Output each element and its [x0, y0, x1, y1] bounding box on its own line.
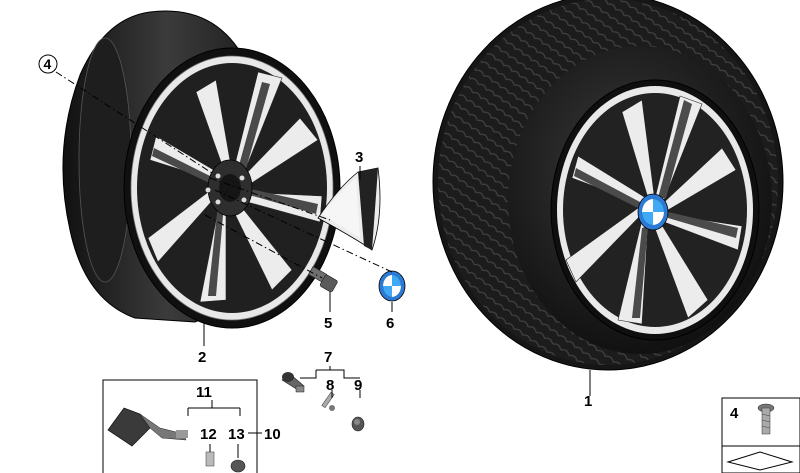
callout-5: 5: [324, 315, 332, 332]
callout-9: 9: [354, 377, 362, 394]
valve-core-part: [321, 391, 335, 411]
callout-2: 2: [198, 349, 206, 366]
hub-cap-part: [378, 270, 406, 302]
tpms-nut-part: [230, 459, 246, 473]
legend-number: 4: [730, 405, 739, 422]
tpms-valve-part: [205, 451, 215, 467]
callout-7: 7: [324, 349, 332, 366]
callout-10: 10: [264, 426, 281, 443]
callout-13: 13: [228, 426, 245, 443]
wheel-bolt-part: [308, 266, 338, 293]
callout-12: 12: [200, 426, 217, 443]
legend-box: [721, 397, 800, 473]
callout-4: 4: [44, 56, 52, 72]
callout-8: 8: [326, 377, 334, 394]
valve-cap-part: [351, 416, 365, 432]
center-cover-part: [317, 167, 381, 251]
callout-1: 1: [584, 393, 592, 410]
bolt-icon: [757, 403, 775, 435]
callout-6: 6: [386, 315, 394, 332]
callout-3: 3: [355, 149, 363, 166]
rim-wheel: [62, 10, 341, 329]
tpms-sensor-part: [107, 407, 188, 447]
arrow-icon: [726, 451, 794, 471]
complete-wheel: [432, 0, 784, 371]
tpms-sensor-box: [102, 379, 258, 473]
callout-4-circle: [38, 54, 58, 74]
leader-lines: [187, 166, 591, 458]
callout-11: 11: [196, 384, 212, 401]
valve-part: [281, 372, 305, 393]
